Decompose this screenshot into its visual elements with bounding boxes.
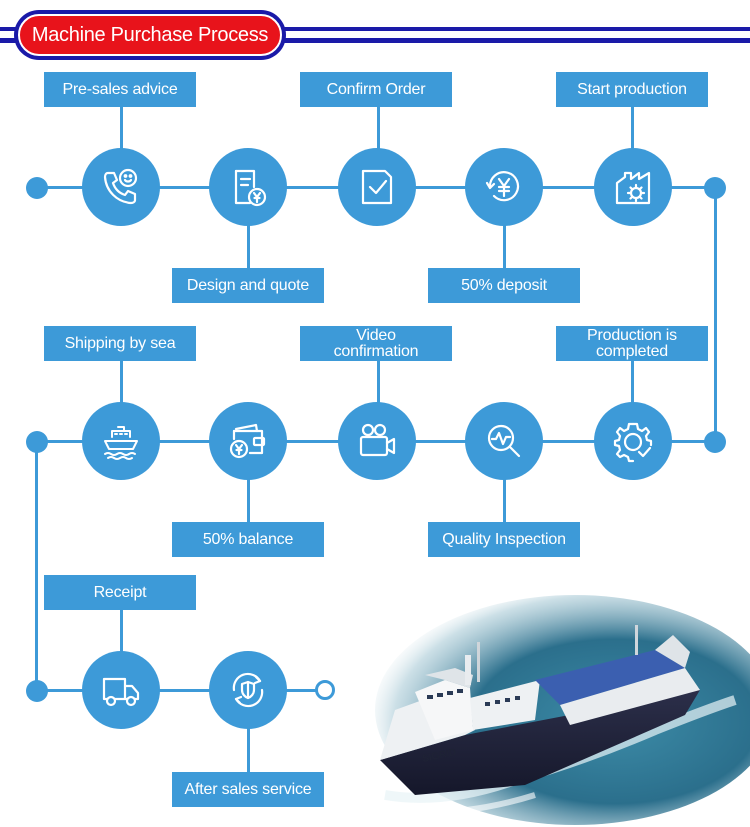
label-design: Design and quote [172, 268, 324, 303]
stem [247, 726, 250, 774]
stem [120, 360, 123, 410]
step-start-circle [594, 148, 672, 226]
step-shipping-circle [82, 402, 160, 480]
title-banner: Machine Purchase Process [14, 10, 286, 60]
stem [247, 222, 250, 270]
label-start: Start production [556, 72, 708, 107]
video-camera-icon [359, 423, 396, 457]
row2-start-dot [26, 431, 48, 453]
right-vertical-line [714, 186, 717, 442]
label-receipt: Receipt [44, 575, 196, 610]
label-aftersales: After sales service [172, 772, 324, 807]
ship-icon [104, 426, 138, 460]
row1-end-dot [704, 177, 726, 199]
quote-document-icon [234, 169, 267, 207]
label-completed: Production is completed [556, 326, 708, 361]
end-dot [315, 680, 335, 700]
step-quality-circle [465, 402, 543, 480]
label-quality: Quality Inspection [428, 522, 580, 557]
gear-check-icon [613, 422, 653, 463]
step-aftersales-circle [209, 651, 287, 729]
label-video: Video confirmation [300, 326, 452, 361]
stem [631, 360, 634, 410]
shield-refresh-icon [232, 672, 264, 708]
step-confirm-circle [338, 148, 416, 226]
label-presales: Pre-sales advice [44, 72, 196, 107]
deposit-yen-icon [485, 171, 520, 202]
row3-line [36, 689, 326, 692]
stem [377, 360, 380, 410]
start-dot [26, 177, 48, 199]
stem [631, 106, 634, 156]
step-presales-circle [82, 148, 160, 226]
row2-end-dot [704, 431, 726, 453]
step-design-circle [209, 148, 287, 226]
step-completed-circle [594, 402, 672, 480]
truck-icon [102, 677, 140, 707]
phone-chat-icon [103, 168, 138, 205]
stem [377, 106, 380, 156]
stem [120, 608, 123, 658]
stem [503, 476, 506, 524]
label-deposit: 50% deposit [428, 268, 580, 303]
stem [247, 476, 250, 524]
step-video-circle [338, 402, 416, 480]
page-title: Machine Purchase Process [18, 14, 282, 56]
label-shipping: Shipping by sea [44, 326, 196, 361]
left-vertical-line [35, 440, 38, 692]
label-confirm: Confirm Order [300, 72, 452, 107]
header-line-bottom [0, 38, 750, 43]
wallet-yen-icon [229, 423, 266, 459]
step-balance-circle [209, 402, 287, 480]
step-receipt-circle [82, 651, 160, 729]
row3-start-dot [26, 680, 48, 702]
factory-icon [615, 171, 651, 205]
magnifier-pulse-icon [487, 424, 521, 458]
ship-photo: SIGRID [355, 580, 750, 825]
stem [503, 222, 506, 270]
confirm-check-icon [361, 169, 393, 205]
label-balance: 50% balance [172, 522, 324, 557]
step-deposit-circle [465, 148, 543, 226]
stem [120, 106, 123, 156]
header-line-top [0, 27, 750, 31]
